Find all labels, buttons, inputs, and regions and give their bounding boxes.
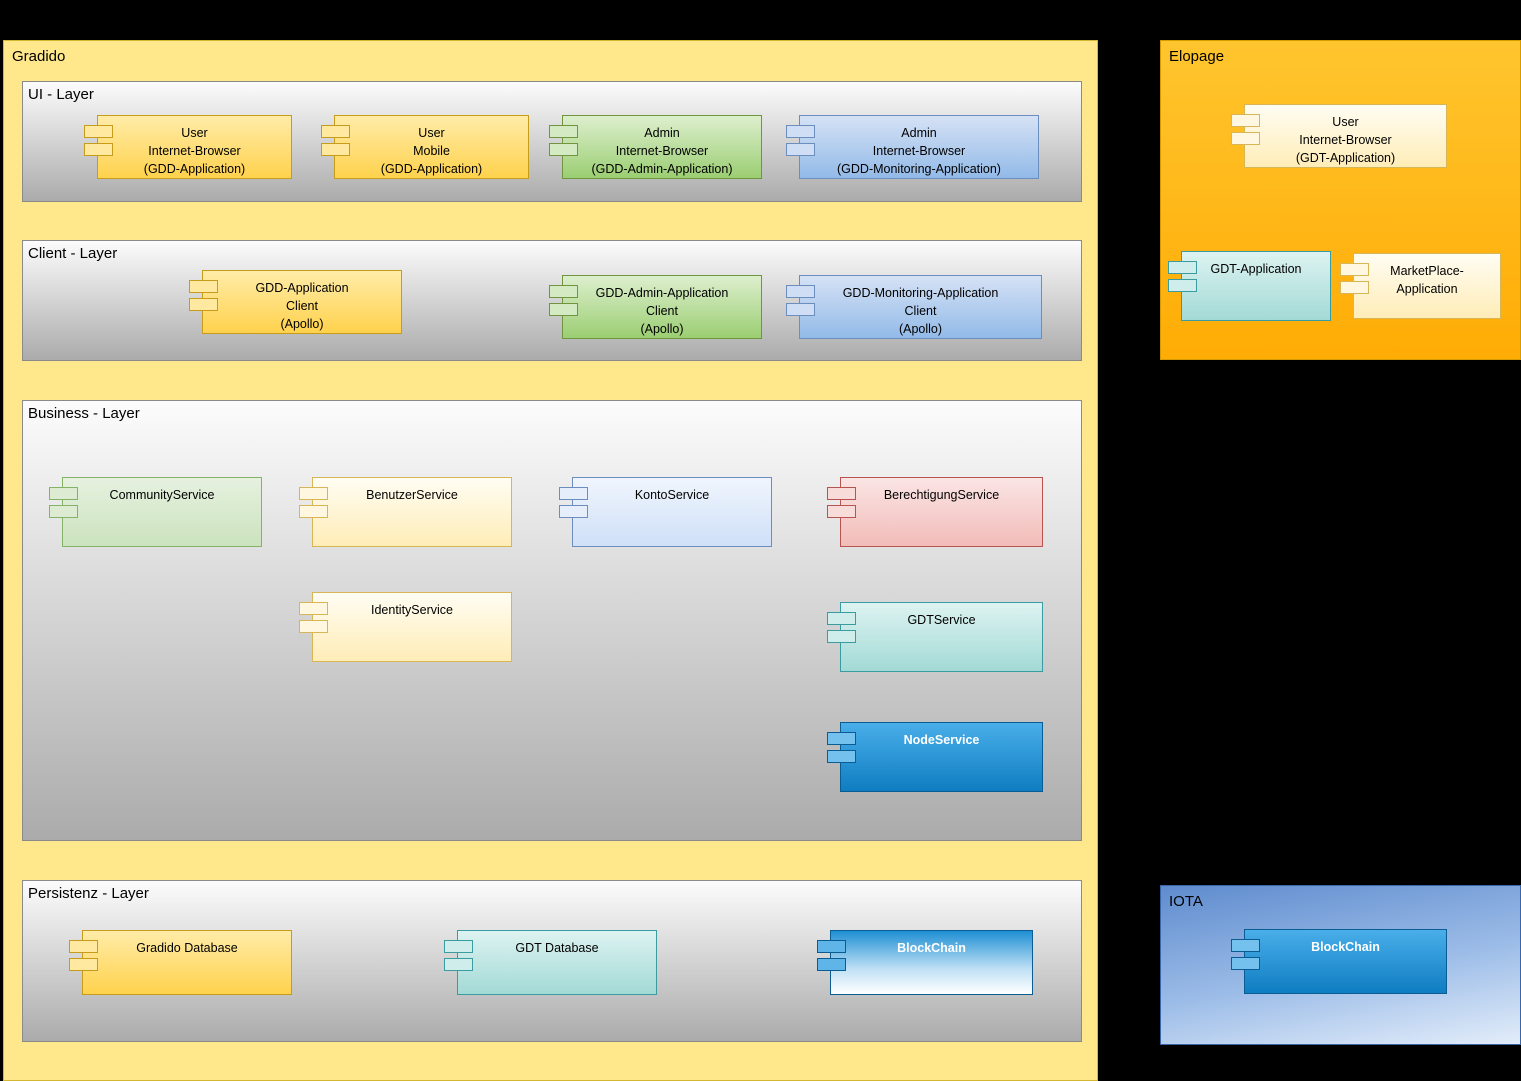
component-tab-icon bbox=[786, 143, 815, 156]
component-label: GDD-Admin-Application Client (Apollo) bbox=[595, 286, 729, 337]
component-tab-icon bbox=[69, 958, 98, 971]
persistenz-layer-title: Persistenz - Layer bbox=[28, 885, 149, 902]
business-layer: Business - Layer CommunityService Benutz… bbox=[22, 400, 1082, 841]
component-label: CommunityService bbox=[109, 488, 215, 502]
gradido-container: Gradido UI - Layer User Internet-Browser… bbox=[3, 40, 1098, 1081]
component-tab-icon bbox=[1340, 281, 1369, 294]
component-admin-internet-browser-gdd-monitoring-application: Admin Internet-Browser (GDD-Monitoring-A… bbox=[786, 115, 1039, 179]
component-tab-icon bbox=[49, 505, 78, 518]
component-tab-icon bbox=[1231, 957, 1260, 970]
component-marketplace-application: MarketPlace- Application bbox=[1340, 253, 1501, 319]
component-label: MarketPlace- Application bbox=[1390, 264, 1464, 297]
component-tab-icon bbox=[299, 620, 328, 633]
component-kontoservice: KontoService bbox=[559, 477, 772, 547]
component-communityservice: CommunityService bbox=[49, 477, 262, 547]
component-blockchain-iota: BlockChain bbox=[1231, 929, 1447, 994]
component-tab-icon bbox=[817, 958, 846, 971]
component-label: GDTService bbox=[907, 613, 976, 627]
ui-layer-title: UI - Layer bbox=[28, 86, 94, 103]
component-label: GDD-Application Client (Apollo) bbox=[255, 281, 349, 332]
component-tab-icon bbox=[1168, 261, 1197, 274]
component-tab-icon bbox=[49, 487, 78, 500]
component-label: BlockChain bbox=[897, 941, 966, 955]
iota-title: IOTA bbox=[1169, 893, 1203, 910]
component-tab-icon bbox=[786, 285, 815, 298]
component-label: Admin Internet-Browser (GDD-Monitoring-A… bbox=[837, 126, 1001, 177]
component-tab-icon bbox=[549, 125, 578, 138]
business-layer-title: Business - Layer bbox=[28, 405, 140, 422]
persistenz-layer: Persistenz - Layer Gradido Database GDT … bbox=[22, 880, 1082, 1042]
component-tab-icon bbox=[827, 505, 856, 518]
component-tab-icon bbox=[827, 732, 856, 745]
component-label: BerechtigungService bbox=[883, 488, 1000, 502]
component-label: NodeService bbox=[903, 733, 980, 747]
component-user-internet-browser-gdd-application: User Internet-Browser (GDD-Application) bbox=[84, 115, 292, 179]
component-label: User Internet-Browser (GDT-Application) bbox=[1295, 115, 1396, 166]
component-tab-icon bbox=[189, 280, 218, 293]
component-tab-icon bbox=[299, 505, 328, 518]
component-user-internet-browser-gdt-application: User Internet-Browser (GDT-Application) bbox=[1231, 104, 1447, 168]
component-tab-icon bbox=[84, 125, 113, 138]
component-tab-icon bbox=[549, 285, 578, 298]
component-identityservice: IdentityService bbox=[299, 592, 512, 662]
component-tab-icon bbox=[1168, 279, 1197, 292]
gradido-title: Gradido bbox=[12, 48, 66, 65]
component-tab-icon bbox=[827, 612, 856, 625]
component-admin-internet-browser-gdd-admin-application: Admin Internet-Browser (GDD-Admin-Applic… bbox=[549, 115, 762, 179]
component-tab-icon bbox=[321, 143, 350, 156]
component-gdd-application-client: GDD-Application Client (Apollo) bbox=[189, 270, 402, 334]
component-tab-icon bbox=[549, 303, 578, 316]
component-user-mobile-gdd-application: User Mobile (GDD-Application) bbox=[321, 115, 529, 179]
component-gdt-application: GDT-Application bbox=[1168, 251, 1331, 321]
component-tab-icon bbox=[817, 940, 846, 953]
ui-layer: UI - Layer User Internet-Browser (GDD-Ap… bbox=[22, 81, 1082, 202]
component-tab-icon bbox=[786, 303, 815, 316]
component-label: KontoService bbox=[634, 488, 710, 502]
component-tab-icon bbox=[827, 487, 856, 500]
component-tab-icon bbox=[1340, 263, 1369, 276]
component-tab-icon bbox=[299, 602, 328, 615]
component-label: Gradido Database bbox=[136, 941, 238, 955]
component-tab-icon bbox=[299, 487, 328, 500]
component-tab-icon bbox=[827, 750, 856, 763]
component-label: GDT Database bbox=[515, 941, 599, 955]
component-blockchain-gradido: BlockChain bbox=[817, 930, 1033, 995]
component-nodeservice: NodeService bbox=[827, 722, 1043, 792]
component-label: GDT-Application bbox=[1210, 262, 1302, 276]
component-tab-icon bbox=[444, 940, 473, 953]
component-gdd-admin-application-client: GDD-Admin-Application Client (Apollo) bbox=[549, 275, 762, 339]
component-tab-icon bbox=[84, 143, 113, 156]
component-benutzerservice: BenutzerService bbox=[299, 477, 512, 547]
component-label: GDD-Monitoring-Application Client (Apoll… bbox=[842, 286, 999, 337]
component-tab-icon bbox=[549, 143, 578, 156]
component-label: User Internet-Browser (GDD-Application) bbox=[143, 126, 246, 177]
elopage-container: Elopage User Internet-Browser (GDT-Appli… bbox=[1160, 40, 1521, 360]
client-layer-title: Client - Layer bbox=[28, 245, 118, 262]
component-tab-icon bbox=[1231, 132, 1260, 145]
client-layer: Client - Layer GDD-Application Client (A… bbox=[22, 240, 1082, 361]
component-label: IdentityService bbox=[371, 603, 453, 617]
component-gdt-database: GDT Database bbox=[444, 930, 657, 995]
elopage-title: Elopage bbox=[1169, 48, 1225, 65]
component-tab-icon bbox=[786, 125, 815, 138]
iota-container: IOTA BlockChain bbox=[1160, 885, 1521, 1045]
component-tab-icon bbox=[1231, 939, 1260, 952]
component-tab-icon bbox=[1231, 114, 1260, 127]
component-gradido-database: Gradido Database bbox=[69, 930, 292, 995]
component-tab-icon bbox=[444, 958, 473, 971]
component-gdd-monitoring-application-client: GDD-Monitoring-Application Client (Apoll… bbox=[786, 275, 1042, 339]
component-berechtigungservice: BerechtigungService bbox=[827, 477, 1043, 547]
component-tab-icon bbox=[559, 487, 588, 500]
component-label: User Mobile (GDD-Application) bbox=[380, 126, 483, 177]
component-label: BenutzerService bbox=[366, 488, 458, 502]
component-tab-icon bbox=[559, 505, 588, 518]
component-tab-icon bbox=[189, 298, 218, 311]
component-gdtservice: GDTService bbox=[827, 602, 1043, 672]
component-tab-icon bbox=[827, 630, 856, 643]
component-label: BlockChain bbox=[1311, 940, 1380, 954]
component-label: Admin Internet-Browser (GDD-Admin-Applic… bbox=[591, 126, 733, 177]
component-tab-icon bbox=[321, 125, 350, 138]
component-tab-icon bbox=[69, 940, 98, 953]
